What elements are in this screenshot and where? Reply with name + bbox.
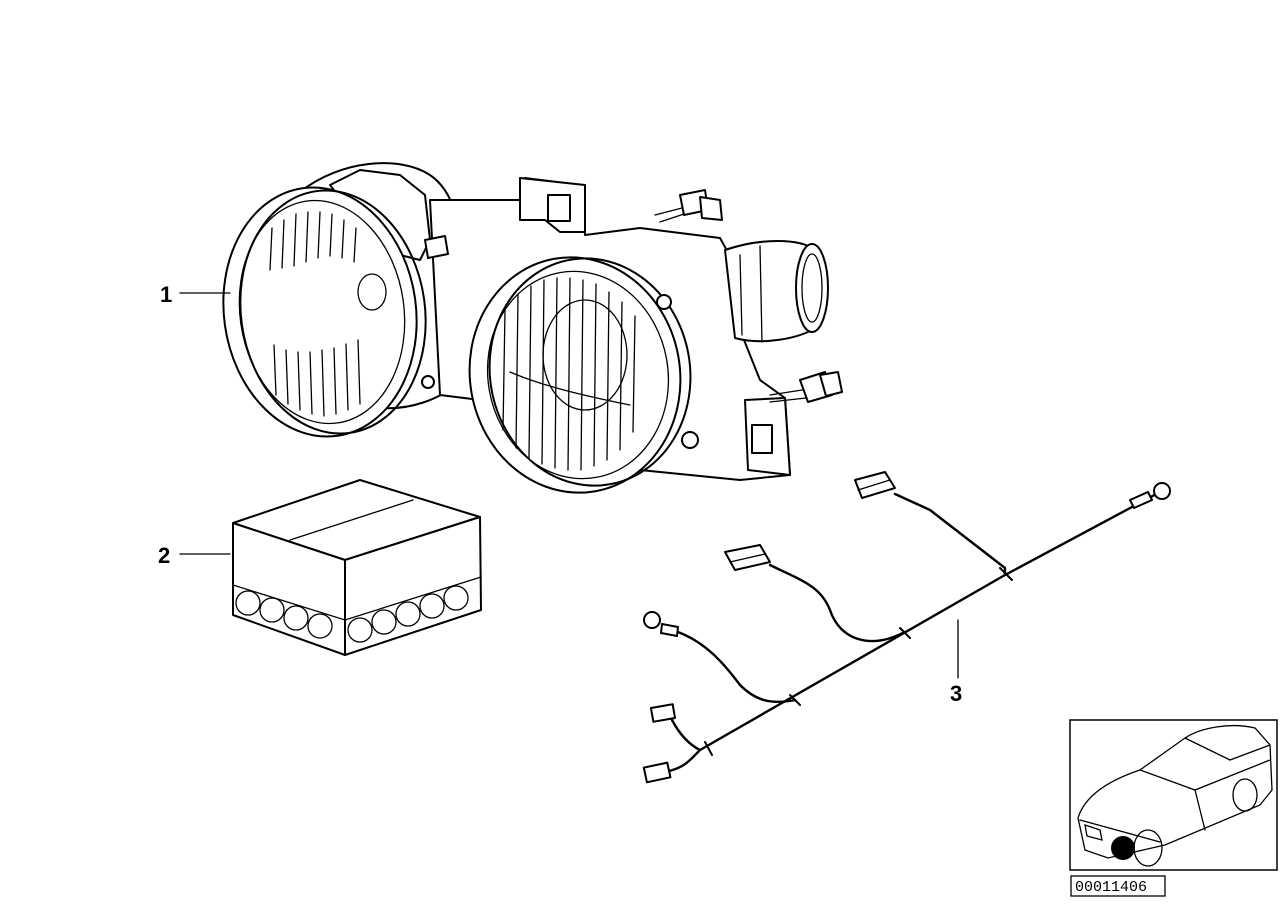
part-number: 00011406 — [1075, 879, 1147, 896]
callout-3[interactable]: 3 — [950, 619, 962, 706]
parts-box[interactable] — [232, 479, 482, 656]
callout-2-label: 2 — [158, 543, 170, 568]
callout-3-label: 3 — [950, 681, 962, 706]
box-bottom-pattern — [235, 585, 469, 643]
callout-2[interactable]: 2 — [158, 543, 231, 568]
fog-light-assembly[interactable] — [208, 162, 843, 509]
callout-1-label: 1 — [160, 282, 172, 307]
vehicle-location-inset[interactable] — [1069, 719, 1278, 871]
wiring-harness[interactable] — [642, 471, 1171, 784]
callout-1[interactable]: 1 — [160, 282, 231, 307]
car-outline — [1077, 725, 1273, 867]
fog-light-location-marker — [1111, 836, 1135, 860]
inset-frame — [1069, 719, 1278, 871]
left-lens-ribs — [269, 211, 387, 417]
part-number-box: 00011406 — [1070, 875, 1166, 897]
right-lens-ribs — [502, 277, 636, 471]
